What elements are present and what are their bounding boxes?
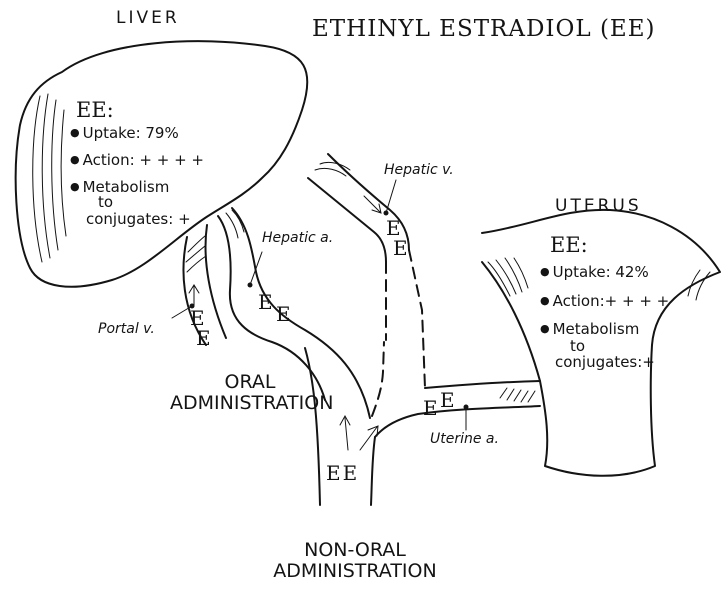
uterine-artery-label: Uterine a.	[430, 432, 499, 446]
liver-hatching	[33, 94, 66, 262]
aorta-right-wall	[371, 437, 375, 505]
hepatic-artery-label: Hepatic a.	[262, 231, 333, 245]
uterine-artery-hatching	[500, 388, 535, 402]
liver-ee-heading: EE:	[76, 100, 114, 121]
uterus-uptake: ●Uptake: 42%	[540, 265, 649, 280]
hepatic-vein-arrow	[364, 196, 381, 213]
liver-action: ●Action: + + + +	[70, 153, 204, 168]
hepatic-vein-left-wall	[308, 178, 386, 262]
hepatic-vein-dashed-right	[409, 250, 425, 388]
uterus-label: UTERUS	[555, 198, 642, 215]
liver-uptake: ●Uptake: 79%	[70, 126, 179, 141]
non-oral-administration-label: NON-ORAL ADMINISTRATION	[250, 540, 460, 582]
hepatic-artery-pointer-line	[250, 252, 262, 285]
liver-conjugates: conjugates: +	[86, 212, 191, 227]
hepatic-vein-pointer-line	[386, 180, 396, 213]
molecule-e-hepatic-a-2: E	[276, 304, 291, 324]
hepatic-vein-label: Hepatic v.	[384, 163, 454, 177]
liver-metabolism-to: to	[98, 195, 113, 210]
molecule-e-hepatic-a-1: E	[258, 292, 273, 312]
uterus-metabolism: ●Metabolism	[540, 322, 639, 337]
molecule-ee-aorta: EE	[326, 463, 359, 483]
molecule-e-hepatic-v-2: E	[393, 238, 408, 258]
uterus-ee-heading: EE:	[550, 235, 588, 256]
uterus-conjugates: conjugates:+	[555, 355, 655, 370]
molecule-e-portal-2: E	[196, 328, 211, 348]
uterus-action: ●Action:+ + + +	[540, 294, 669, 309]
molecule-e-hepatic-v-1: E	[386, 218, 401, 238]
oral-administration-label: ORAL ADMINISTRATION	[170, 372, 330, 414]
portal-vein-hatching	[186, 236, 206, 272]
liver-metabolism: ●Metabolism	[70, 180, 169, 195]
liver-label: LIVER	[116, 10, 180, 27]
uterus-metabolism-to: to	[570, 339, 585, 354]
molecule-e-uterine-2: E	[440, 390, 455, 410]
hepatic-artery-dashed-wall	[372, 342, 384, 416]
portal-vein-right-wall	[206, 225, 226, 338]
molecule-e-uterine-1: E	[423, 398, 438, 418]
molecule-e-portal-1: E	[190, 308, 205, 328]
uterus-right-hatching	[688, 270, 710, 300]
hepatic-artery-hatching	[226, 210, 244, 238]
aorta-arrow-left	[340, 416, 350, 450]
portal-vein-arrow	[189, 285, 199, 306]
portal-vein-label: Portal v.	[98, 322, 155, 336]
diagram-title: ETHINYL ESTRADIOL (EE)	[312, 18, 655, 41]
uterus-outline	[482, 210, 720, 476]
uterine-artery-top-wall	[425, 381, 540, 388]
